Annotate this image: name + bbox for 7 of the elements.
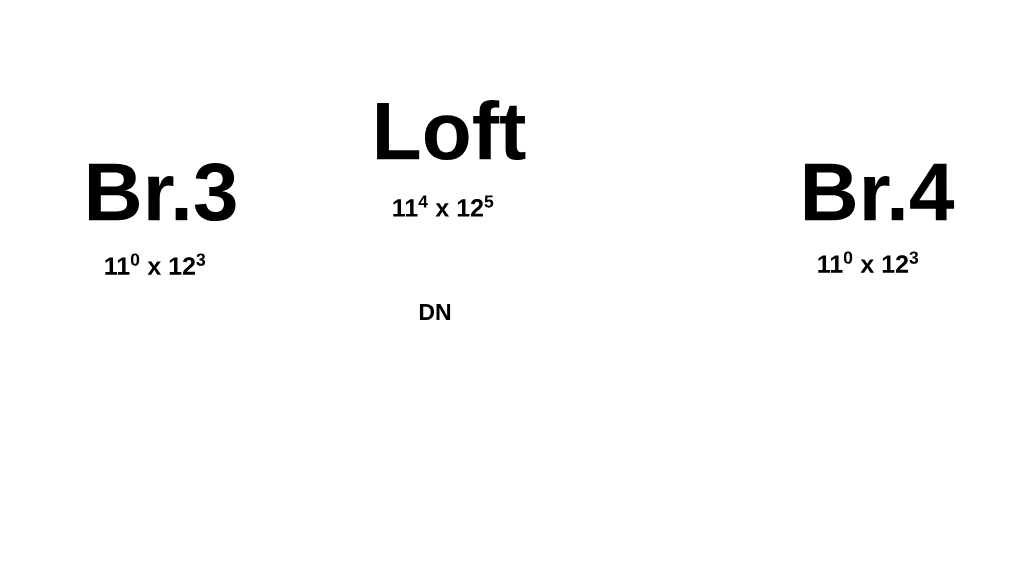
room-name: Loft [377, 99, 526, 161]
room-dimension: 11$^{4}$ x 12$^{5}$ [393, 195, 494, 217]
stair-label: DN [419, 304, 451, 320]
room-dimension: 11$^{0}$ x 12$^{3}$ [818, 251, 919, 273]
room-name: Br.3 [89, 162, 236, 222]
room-name: Br.4 [805, 163, 955, 221]
room-dimension: 11$^{0}$ x 12$^{3}$ [105, 253, 206, 275]
